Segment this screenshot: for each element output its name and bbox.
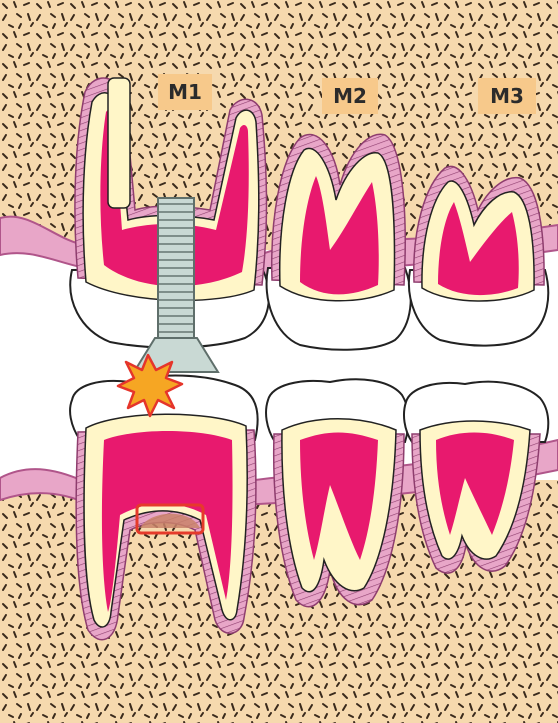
label-m1-text: M1 xyxy=(168,80,202,104)
label-m2-text: M2 xyxy=(333,84,367,108)
implant-screw xyxy=(158,198,194,338)
label-m3: M3 xyxy=(478,78,536,114)
label-m2: M2 xyxy=(322,78,378,114)
label-m3-text: M3 xyxy=(490,84,524,108)
label-m1: M1 xyxy=(158,74,212,110)
implant-post-upper xyxy=(108,78,130,208)
occlusal-contact-burst xyxy=(118,355,182,416)
